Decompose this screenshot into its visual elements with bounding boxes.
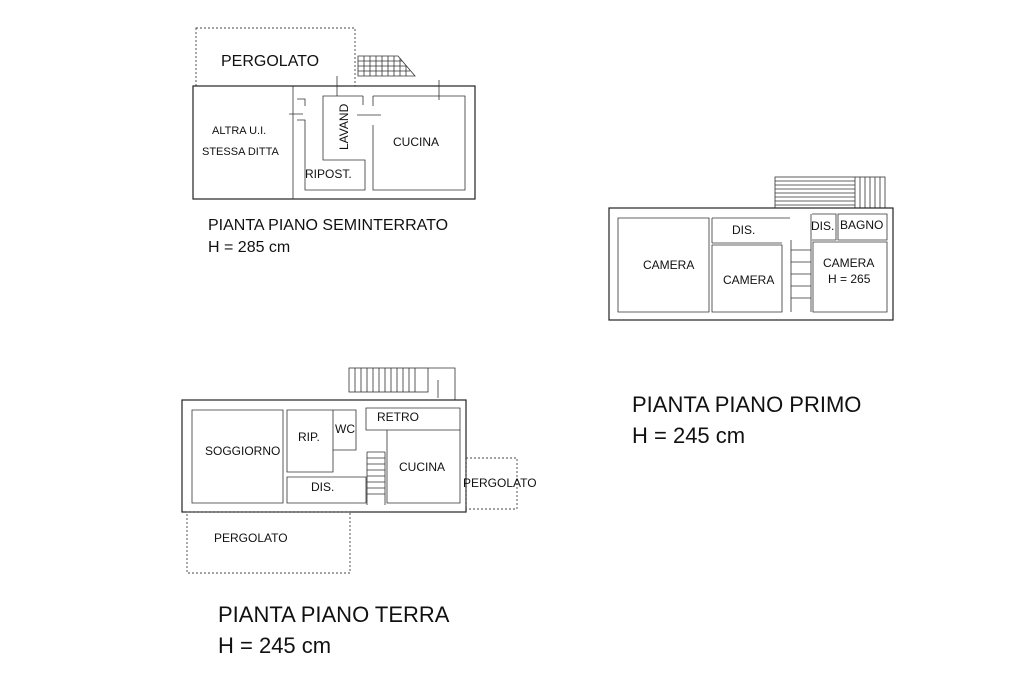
plan-terra: SOGGIORNO RIP. WC RETRO CUCINA DIS. PERG… xyxy=(181,367,537,658)
room-label-cucina: CUCINA xyxy=(393,135,439,149)
internal-stairs xyxy=(790,214,812,312)
room-label-dis-1: DIS. xyxy=(732,223,755,237)
room-label-cucina: CUCINA xyxy=(399,460,445,474)
room-label-ripost: RIPOST. xyxy=(305,167,352,181)
internal-walls xyxy=(286,407,461,504)
room-label-retro: RETRO xyxy=(377,410,419,424)
room-label-bagno: BAGNO xyxy=(840,218,883,232)
soggiorno-walls xyxy=(191,409,284,504)
external-stairs xyxy=(357,55,416,77)
pergolato-right-area xyxy=(465,457,518,510)
outer-walls xyxy=(192,85,476,200)
plan-seminterrato: PERGOLATO ALTRA U.I. STESSA DITTA LAVAND… xyxy=(192,27,476,256)
bagno-camera-walls xyxy=(812,213,888,313)
plan-height-primo: H = 245 cm xyxy=(632,423,745,448)
room-label-wc: WC xyxy=(335,422,355,436)
plan-primo: CAMERA DIS. CAMERA DIS. BAGNO CAMERA H =… xyxy=(608,176,894,448)
room-label-altra-ui: ALTRA U.I. xyxy=(212,125,266,137)
plan-title-primo: PIANTA PIANO PRIMO xyxy=(632,392,861,417)
internal-stairs xyxy=(366,451,386,505)
room-label-camera-right: CAMERA xyxy=(823,256,874,270)
room-label-camera-left: CAMERA xyxy=(643,258,694,272)
plan-height-terra: H = 245 cm xyxy=(218,633,331,658)
external-stairs xyxy=(774,176,886,209)
room-label-camera-mid: CAMERA xyxy=(723,273,774,287)
room-label-pergolato-right: PERGOLATO xyxy=(463,476,537,490)
room-label-camera-right-height: H = 265 xyxy=(828,272,871,286)
room-label-pergolato: PERGOLATO xyxy=(221,53,319,70)
plan-title-seminterrato: PIANTA PIANO SEMINTERRATO xyxy=(208,217,448,234)
room-label-lavand: LAVAND xyxy=(337,103,351,150)
room-label-soggiorno: SOGGIORNO xyxy=(205,444,280,458)
plan-height-seminterrato: H = 285 cm xyxy=(208,239,290,256)
cucina-walls xyxy=(289,76,466,191)
external-stairs xyxy=(348,367,456,400)
room-label-dis: DIS. xyxy=(311,480,334,494)
camera-left-walls xyxy=(617,217,710,313)
room-label-stessa-ditta: STESSA DITTA xyxy=(202,146,279,158)
outer-walls xyxy=(608,207,894,321)
room-label-rip: RIP. xyxy=(298,430,320,444)
room-label-pergolato-bottom: PERGOLATO xyxy=(214,531,288,545)
dis-camera-walls xyxy=(711,217,790,313)
room-label-dis-2: DIS. xyxy=(811,219,834,233)
plan-title-terra: PIANTA PIANO TERRA xyxy=(218,602,450,627)
ripost-walls xyxy=(297,95,366,191)
pergolato-bottom-area xyxy=(186,511,351,574)
